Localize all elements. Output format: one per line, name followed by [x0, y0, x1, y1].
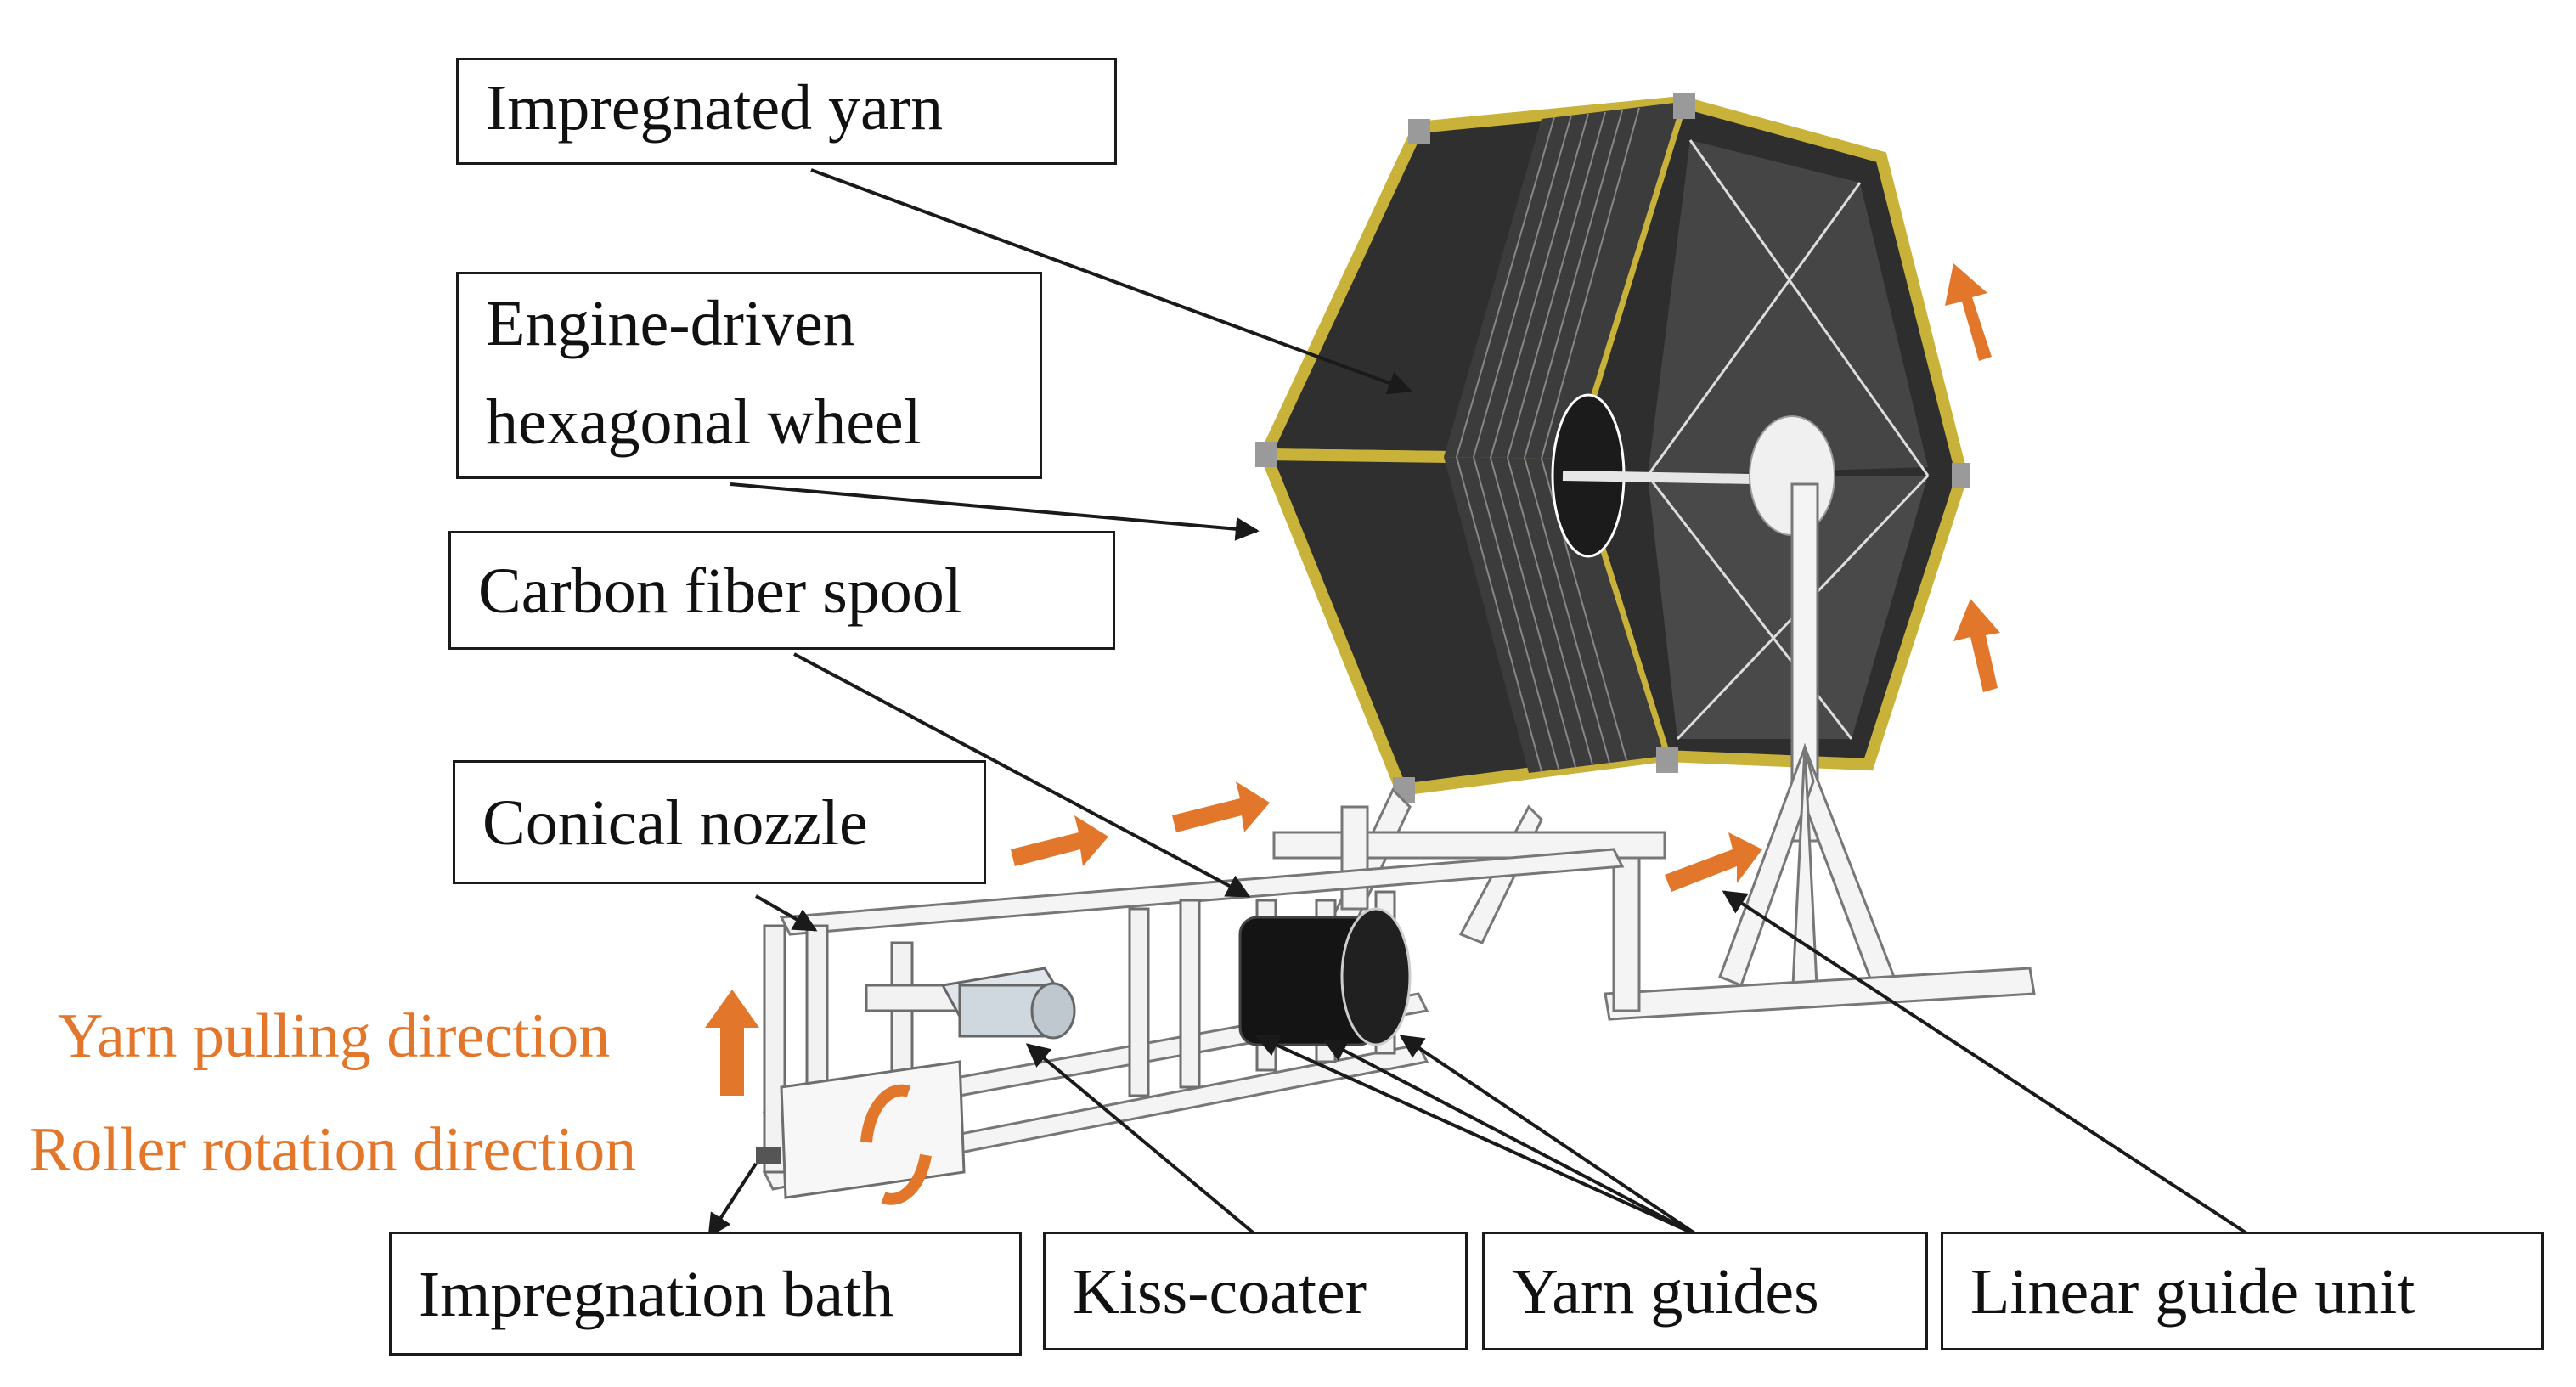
yarn-pulling-direction-label: Yarn pulling direction: [58, 1001, 611, 1071]
hexagonal-wheel-text-line2: hexagonal wheel: [486, 386, 922, 458]
leader-lines: [707, 168, 2252, 1238]
conical-nozzle-label: Conical nozzle: [453, 760, 986, 884]
yarn-guides-text: Yarn guides: [1512, 1256, 1819, 1328]
yarn-pulling-direction-arrow-icon: [705, 990, 759, 1096]
carbon-fiber-spool: [1238, 907, 1412, 1046]
impregnation-bath: [756, 1060, 966, 1199]
impregnated-yarn-label: Impregnated yarn: [456, 58, 1117, 165]
kiss-coater-roller: [940, 967, 1076, 1040]
hexagonal-wheel-text-line1: Engine-driven: [486, 288, 855, 359]
carbon-fiber-spool-text: Carbon fiber spool: [478, 555, 962, 627]
impregnation-bath-text: Impregnation bath: [419, 1259, 894, 1330]
yarn-direction-arrows: [1011, 263, 2000, 892]
kiss-coater-label: Kiss-coater: [1043, 1232, 1468, 1350]
kiss-coater-text: Kiss-coater: [1073, 1256, 1367, 1328]
linear-guide-unit-text: Linear guide unit: [1970, 1256, 2415, 1328]
hexagonal-wheel-label: Engine-driven hexagonal wheel: [456, 272, 1042, 479]
wheel-stand: [1272, 482, 2036, 1021]
hexagonal-wheel: [1255, 93, 1970, 803]
carbon-fiber-spool-label: Carbon fiber spool: [448, 531, 1115, 650]
linear-guide-unit-label: Linear guide unit: [1941, 1232, 2544, 1350]
roller-rotation-direction-label: Roller rotation direction: [29, 1115, 637, 1185]
impregnation-bath-label: Impregnation bath: [389, 1232, 1022, 1356]
roller-rotation-icon: [860, 1084, 932, 1205]
yarn-guides-label: Yarn guides: [1482, 1232, 1928, 1350]
conical-nozzle-text: Conical nozzle: [482, 787, 868, 859]
impregnated-yarn-text: Impregnated yarn: [486, 72, 944, 144]
